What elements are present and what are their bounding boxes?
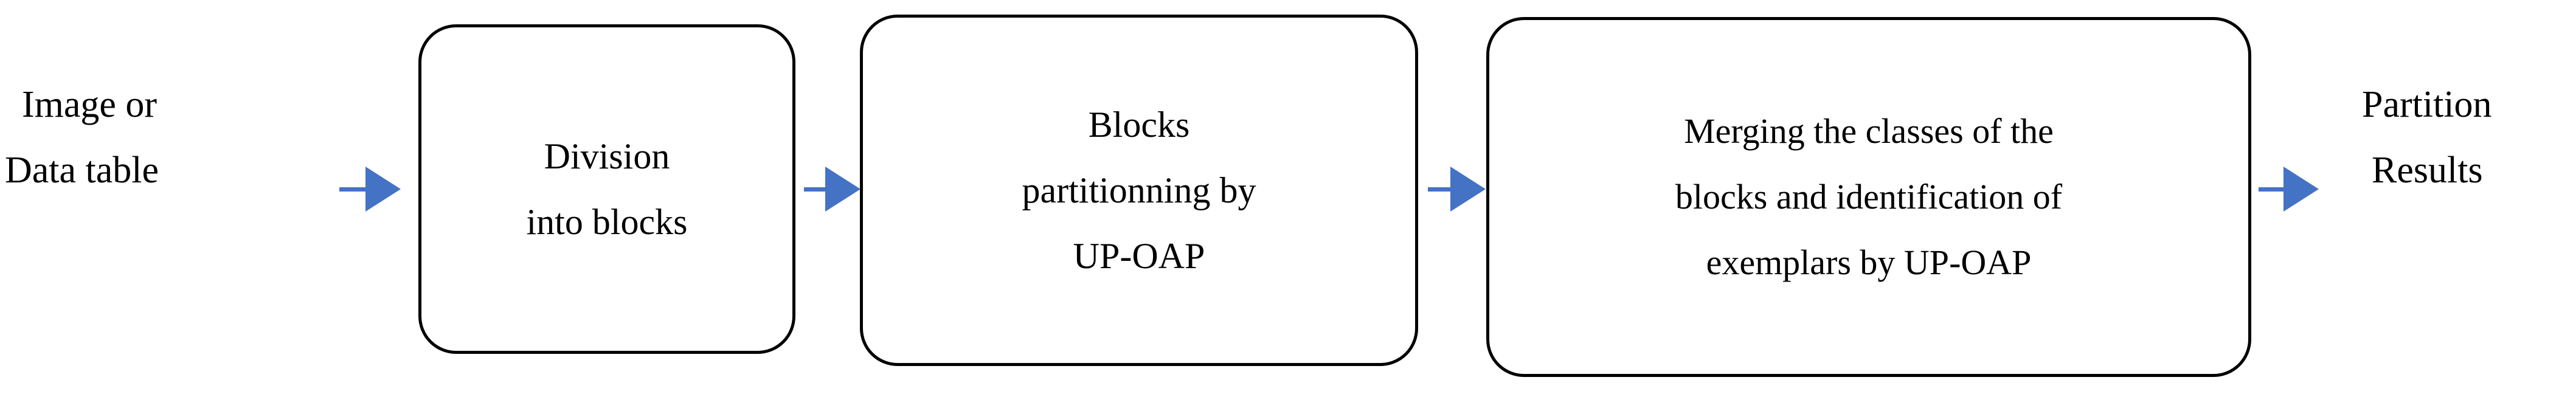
arrow-head: [2283, 167, 2319, 212]
process-box-blocks-partitionning[interactable]: Blocks partitionning by UP-OAP: [860, 15, 1418, 366]
box-2-line-1: Blocks: [1088, 105, 1190, 145]
box-3-line-2: blocks and identification of: [1675, 177, 2063, 216]
arrow-head: [365, 167, 401, 212]
box-1-text: Division into blocks: [517, 123, 698, 255]
input-label-line-2: Data table: [5, 150, 159, 191]
arrow-box1-to-box2-icon: [804, 163, 860, 215]
arrow-shaft: [339, 187, 366, 192]
box-3-line-1: Merging the classes of the: [1684, 111, 2054, 151]
arrow-shaft: [804, 187, 826, 192]
box-3-line-3: exemplars by UP-OAP: [1706, 243, 2032, 282]
arrow-box3-to-output-icon: [2259, 163, 2319, 215]
box-1-line-1: Division: [544, 136, 670, 176]
box-3-text: Merging the classes of the blocks and id…: [1666, 98, 2072, 296]
input-label: Image or Data table: [5, 72, 321, 203]
process-box-merging-classes[interactable]: Merging the classes of the blocks and id…: [1486, 17, 2251, 377]
output-label-line-1: Partition: [2362, 84, 2492, 125]
box-2-line-2: partitionning by: [1022, 170, 1256, 210]
box-2-text: Blocks partitionning by UP-OAP: [1013, 92, 1266, 289]
output-label-line-2: Results: [2372, 150, 2483, 191]
arrow-head: [825, 167, 860, 212]
process-box-division-into-blocks[interactable]: Division into blocks: [418, 24, 795, 354]
box-2-line-3: UP-OAP: [1073, 236, 1205, 276]
box-1-line-2: into blocks: [526, 202, 688, 242]
arrow-box2-to-box3-icon: [1428, 163, 1486, 215]
arrow-shaft: [2259, 187, 2284, 192]
arrow-head: [1450, 167, 1486, 212]
input-label-line-1: Image or: [22, 84, 158, 125]
arrow-shaft: [1428, 187, 1451, 192]
output-label: Partition Results: [2358, 72, 2571, 203]
arrow-input-to-box1-icon: [339, 163, 401, 215]
